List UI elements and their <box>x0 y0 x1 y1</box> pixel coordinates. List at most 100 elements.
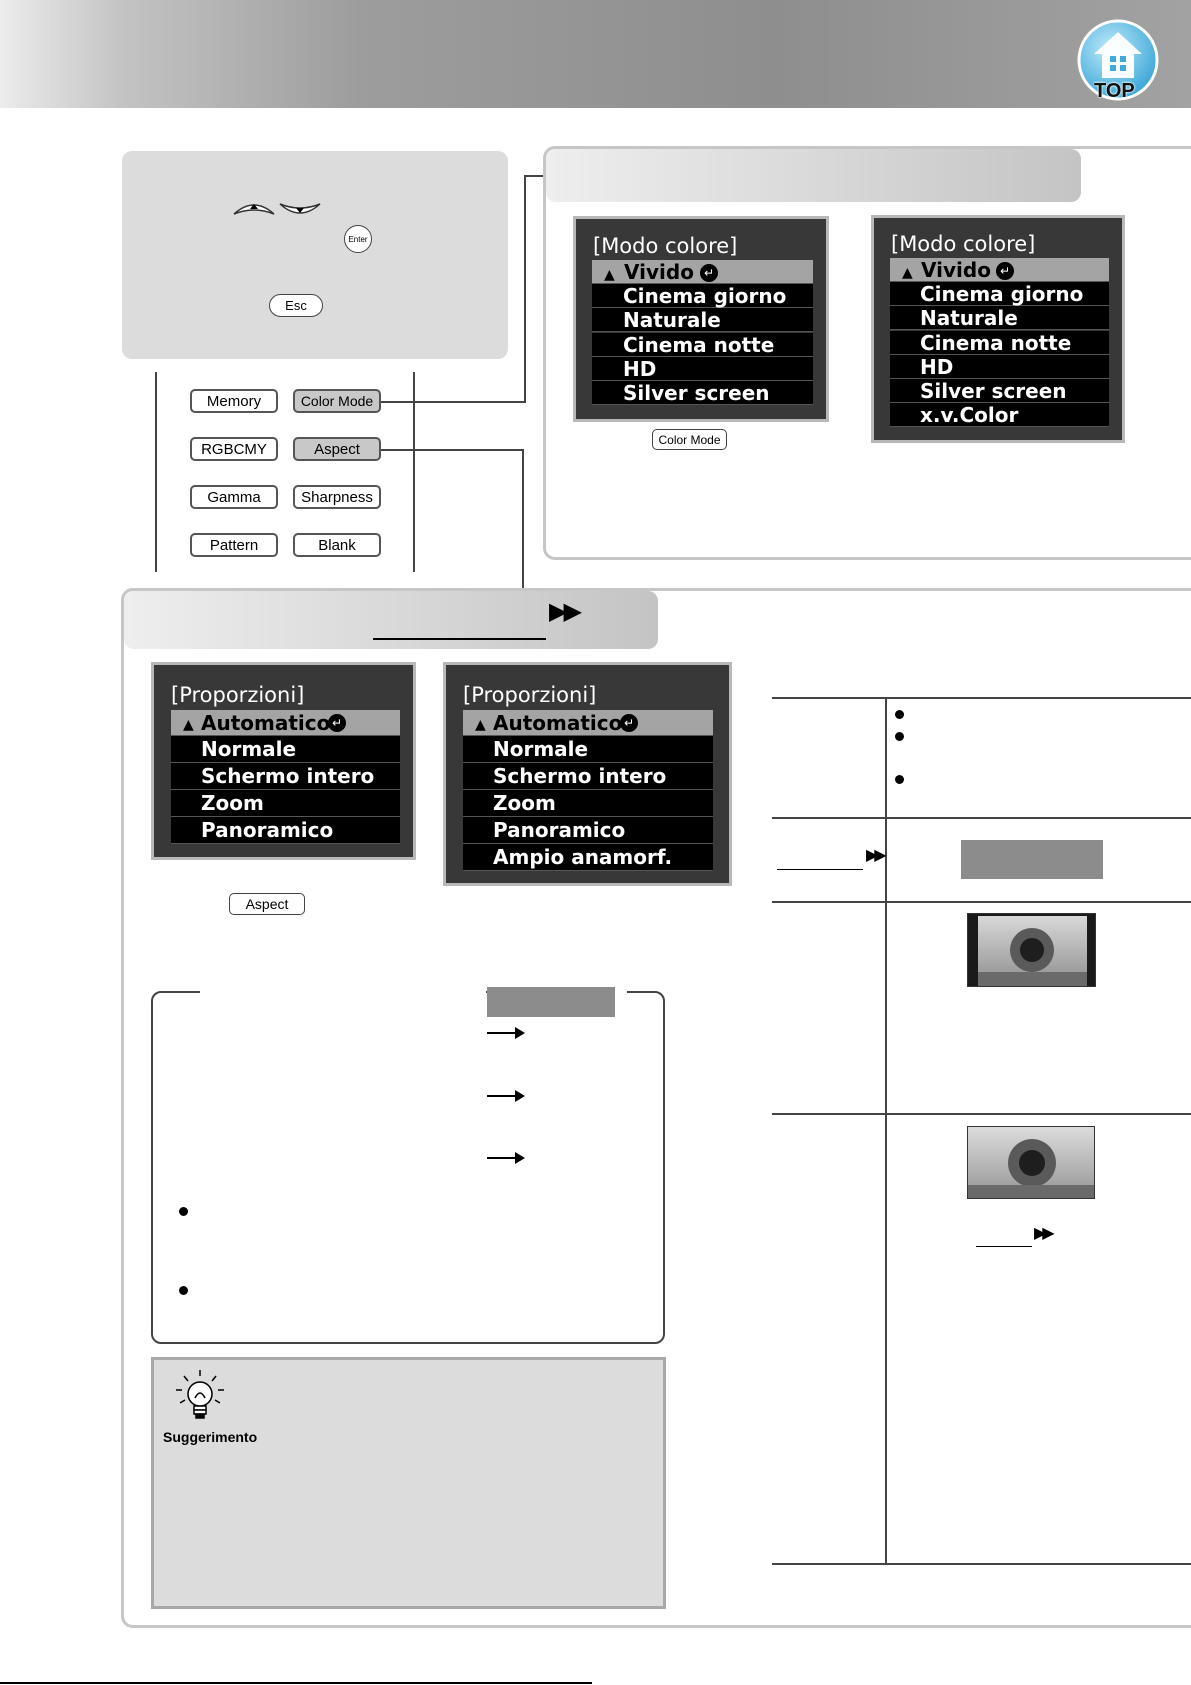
aspect-menu-a: [Proporzioni] ▲ Automatico ↵ Normale Sch… <box>151 662 416 860</box>
connector-color-mode-h <box>381 401 525 403</box>
top-home-icon[interactable]: TOP <box>1076 18 1160 102</box>
page-header <box>0 0 1191 108</box>
menu-item[interactable]: HD <box>592 357 813 381</box>
menu-item[interactable]: ▲ <box>171 710 400 736</box>
bullet-icon <box>895 710 904 719</box>
up-down-arrow-keys <box>232 196 324 222</box>
menu-item[interactable]: Cinema notte <box>592 333 813 357</box>
gamma-button[interactable]: Gamma <box>190 485 278 509</box>
menu-item-label: Automatico <box>201 711 331 735</box>
remote-left-edge <box>155 372 157 572</box>
note-box-title-gap <box>200 985 486 995</box>
bullet-icon <box>179 1207 188 1216</box>
rgbcmy-button[interactable]: RGBCMY <box>190 437 278 461</box>
table-link-underline <box>976 1246 1032 1247</box>
menu-item[interactable]: Panoramico <box>463 817 713 844</box>
menu-item[interactable]: Naturale <box>890 306 1109 330</box>
color-mode-section <box>543 146 1191 560</box>
menu-item[interactable]: Normale <box>171 736 400 763</box>
menu-item-label: Vivido <box>921 258 991 282</box>
menu-item-label: Vivido <box>624 260 694 284</box>
menu-item[interactable]: Normale <box>463 736 713 763</box>
menu-item[interactable]: Schermo intero <box>463 763 713 790</box>
bullet-icon <box>895 775 904 784</box>
enter-icon: ↵ <box>620 714 638 732</box>
esc-key: Esc <box>269 294 323 317</box>
menu-title: [Modo colore] <box>593 234 738 258</box>
menu-item[interactable]: Cinema giorno <box>890 282 1109 306</box>
auto-note-box <box>151 991 665 1344</box>
menu-item[interactable]: x.v.Color <box>890 403 1109 427</box>
menu-item[interactable]: HD <box>890 355 1109 379</box>
color-mode-key: Color Mode <box>652 429 727 450</box>
bullet-icon <box>895 732 904 741</box>
enter-key: Enter <box>344 225 372 253</box>
enter-icon: ↵ <box>700 264 718 282</box>
fast-forward-icon: ▶▶ <box>866 845 887 864</box>
menu-item[interactable]: Silver screen <box>592 381 813 405</box>
menu-item[interactable]: Naturale <box>592 308 813 332</box>
table-row-rule <box>772 817 1191 819</box>
up-down-icon: ▲ <box>475 717 486 733</box>
note-box-tab-gap <box>615 985 627 995</box>
tip-label: Suggerimento <box>163 1429 258 1445</box>
up-down-icon: ▲ <box>183 717 194 733</box>
footer-rule <box>0 1682 592 1684</box>
aspect-button[interactable]: Aspect <box>293 437 381 461</box>
connector-color-mode-v <box>524 175 526 403</box>
header-link-underline <box>373 638 546 640</box>
remote-right-edge <box>413 372 415 572</box>
connector-aspect-h <box>381 449 523 451</box>
aspect-menu-b: [Proporzioni] ▲ Automatico ↵ Normale Sch… <box>443 662 732 886</box>
color-mode-button[interactable]: Color Mode <box>293 389 381 413</box>
right-arrow-icon <box>487 1152 525 1164</box>
fast-forward-icon: ▶▶ <box>549 597 582 625</box>
enter-icon: ↵ <box>996 262 1014 280</box>
sunflower-image-full <box>967 1126 1095 1199</box>
up-down-icon: ▲ <box>902 265 913 281</box>
menu-title: [Modo colore] <box>891 232 1036 256</box>
menu-item[interactable]: Zoom <box>463 790 713 817</box>
menu-item[interactable]: ▲ <box>463 710 713 736</box>
table-column-rule <box>885 697 887 1563</box>
fast-forward-icon: ▶▶ <box>1034 1223 1055 1242</box>
table-bottom-rule <box>772 1563 1191 1565</box>
grey-label-box <box>961 840 1103 879</box>
pattern-button[interactable]: Pattern <box>190 533 278 557</box>
aspect-key: Aspect <box>229 893 305 915</box>
blank-button[interactable]: Blank <box>293 533 381 557</box>
menu-item[interactable]: Zoom <box>171 790 400 817</box>
menu-item[interactable]: Panoramico <box>171 817 400 844</box>
menu-title: [Proporzioni] <box>171 683 305 707</box>
connector-color-mode-top <box>524 175 548 177</box>
menu-item-label: Automatico <box>493 711 623 735</box>
aspect-section <box>121 588 1191 1628</box>
memory-button[interactable]: Memory <box>190 389 278 413</box>
tip-box <box>151 1357 666 1609</box>
right-arrow-icon <box>487 1027 525 1039</box>
sunflower-image-letterbox <box>967 913 1096 987</box>
table-link-underline <box>777 869 863 870</box>
up-down-icon: ▲ <box>604 267 615 283</box>
menu-item[interactable]: Silver screen <box>890 379 1109 403</box>
lightbulb-icon <box>172 1368 228 1422</box>
enter-icon: ↵ <box>328 714 346 732</box>
menu-item[interactable]: Ampio anamorf. <box>463 844 713 871</box>
top-label: TOP <box>1094 80 1135 102</box>
table-top-rule <box>772 697 1191 699</box>
menu-item[interactable]: Cinema notte <box>890 331 1109 355</box>
color-mode-menu-b: [Modo colore] ▲ Vivido ↵ Cinema giorno N… <box>871 215 1125 443</box>
table-row-rule <box>772 901 1191 903</box>
note-box-tab <box>487 987 615 1017</box>
right-arrow-icon <box>487 1090 525 1102</box>
instruction-panel <box>122 151 508 359</box>
menu-item[interactable]: Schermo intero <box>171 763 400 790</box>
menu-title: [Proporzioni] <box>463 683 597 707</box>
bullet-icon <box>179 1286 188 1295</box>
connector-aspect-v <box>522 449 524 589</box>
table-row-rule <box>772 1113 1191 1115</box>
color-mode-section-header <box>546 149 1081 202</box>
color-mode-menu-a: [Modo colore] ▲ Vivido ↵ Cinema giorno N… <box>573 216 829 422</box>
sharpness-button[interactable]: Sharpness <box>293 485 381 509</box>
menu-item[interactable]: Cinema giorno <box>592 284 813 308</box>
